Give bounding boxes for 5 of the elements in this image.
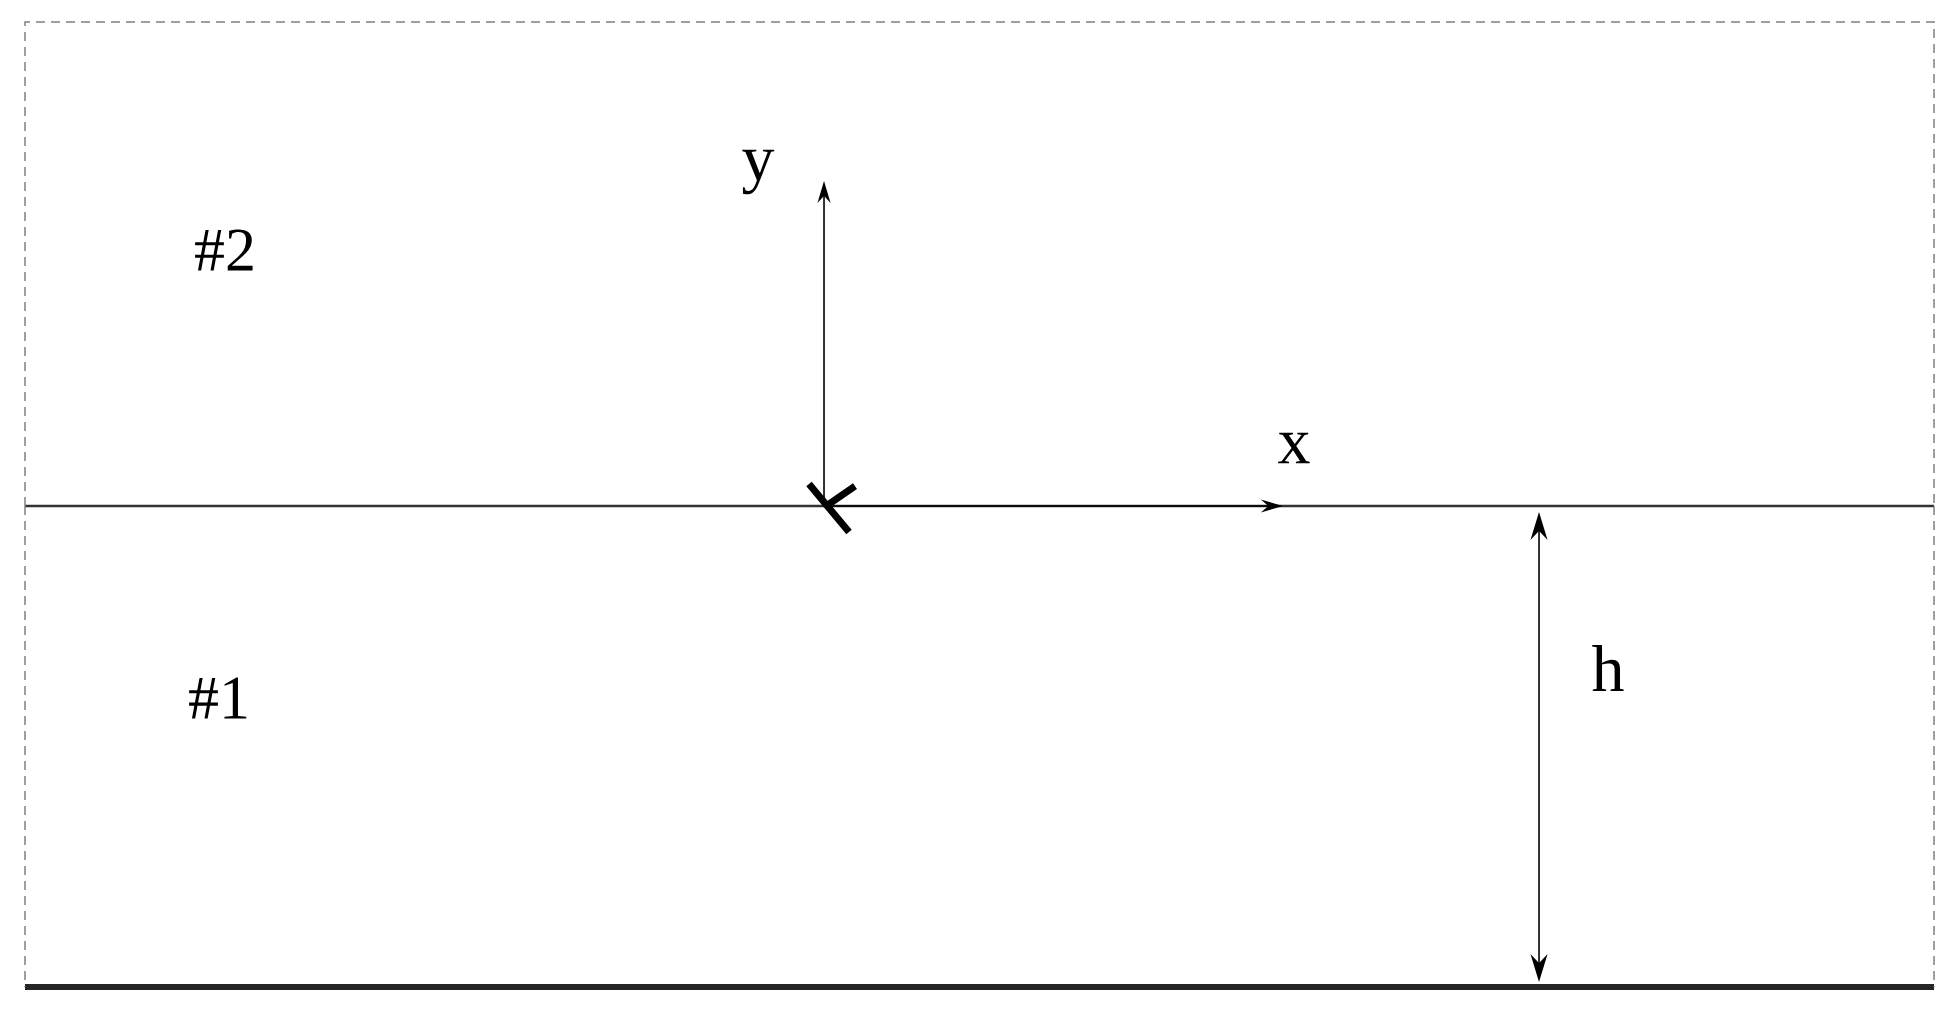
layer-label: #1	[189, 677, 247, 719]
axis-label: h	[1592, 645, 1624, 691]
axis-label: x	[1278, 432, 1310, 464]
layer-label: #2	[195, 229, 253, 271]
axis-label: y	[742, 149, 775, 195]
